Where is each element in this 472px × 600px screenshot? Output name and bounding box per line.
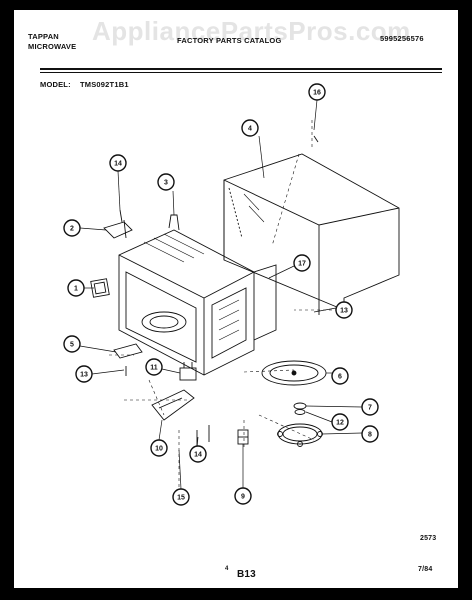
svg-text:8: 8 [368,432,372,439]
footer-date: 7/84 [418,566,433,573]
product-label: MICROWAVE [28,42,77,51]
part-9-coupler [237,429,249,445]
svg-text:9: 9 [241,494,245,501]
svg-text:16: 16 [313,90,321,97]
callout-4: 4 [241,119,259,137]
callout-14b: 14 [189,445,207,463]
callout-7: 7 [361,398,379,416]
catalog-title: FACTORY PARTS CATALOG [177,36,282,45]
callout-14a: 14 [109,154,127,172]
main-chassis [118,214,277,376]
part-8-roller-ring [277,423,323,447]
callout-1: 1 [67,279,85,297]
callout-15: 15 [172,488,190,506]
callout-13a: 13 [75,365,93,383]
svg-text:3: 3 [164,180,168,187]
part-7-hub [293,402,307,415]
callout-12: 12 [331,413,349,431]
svg-text:12: 12 [336,420,344,427]
footer-page-index: 4 [225,566,229,572]
part-11-motor [179,362,197,381]
brand-label: TAPPAN [28,32,59,41]
header-rule [40,68,442,70]
svg-text:14: 14 [114,161,122,168]
doc-number: 5995256576 [380,34,424,43]
callout-6a: 6 [331,367,349,385]
callout-3: 3 [157,173,175,191]
model-label: MODEL: [40,80,71,89]
part-1-cover [90,278,110,298]
svg-text:14: 14 [194,452,202,459]
callout-11: 11 [145,358,163,376]
callout-8: 8 [361,425,379,443]
svg-text:17: 17 [298,261,306,268]
svg-text:6: 6 [338,374,342,381]
footer-ref: 2573 [420,535,437,542]
callout-16: 16 [308,83,326,101]
svg-text:4: 4 [248,126,252,133]
svg-text:10: 10 [155,446,163,453]
watermark-text: AppliancePartsPros.com [92,16,411,46]
svg-text:13: 13 [80,372,88,379]
catalog-page: AppliancePartsPros.com TAPPAN MICROWAVE … [14,10,458,588]
svg-text:1: 1 [74,286,78,293]
part-10-bracket [151,389,195,421]
header-rule-thin [40,72,442,73]
svg-text:5: 5 [70,342,74,349]
callout-17: 17 [293,254,311,272]
model-value: TMS092T1B1 [80,80,129,89]
footer-page-code: B13 [237,569,256,580]
screws [123,135,319,450]
exploded-parts-diagram: 1 2 3 4 5 6 7 8 9 10 11 12 13 13 14 14 1… [63,83,400,506]
svg-text:11: 11 [150,365,158,372]
leader-lines [79,99,363,490]
part-6-glass-tray [261,360,327,386]
callout-2: 2 [63,219,81,237]
part-5-hinge [113,343,143,359]
svg-text:7: 7 [368,405,372,412]
callout-5: 5 [63,335,81,353]
svg-text:15: 15 [177,495,185,502]
callout-13b: 13 [335,301,353,319]
callout-10: 10 [150,439,168,457]
part-2-latch [103,209,133,239]
outer-cabinet [223,153,400,315]
callout-9: 9 [234,487,252,505]
svg-text:2: 2 [70,226,74,233]
svg-text:13: 13 [340,308,348,315]
